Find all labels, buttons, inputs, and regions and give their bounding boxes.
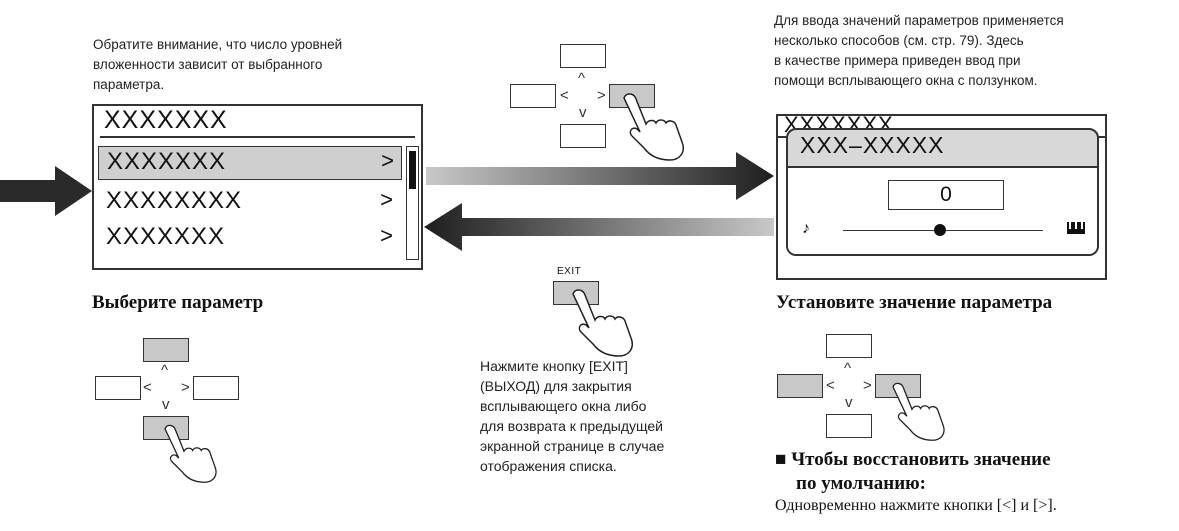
reset-section: ■ Чтобы восстановить значение по умолчан… — [775, 448, 1175, 515]
cursor-keypad-right: ^ < > v — [777, 334, 977, 444]
exit-note: Нажмите кнопку [EXIT] (ВЫХОД) для закрыт… — [480, 358, 665, 474]
reset-title-line1: Чтобы восстановить значение — [791, 449, 1051, 470]
piano-keys-icon — [1067, 222, 1085, 234]
list-screen: XXXXXXX XXXXXXX > XXXXXXXX > XXXXXXX > — [92, 104, 423, 270]
up-key[interactable] — [560, 44, 606, 68]
scrollbar-thumb[interactable] — [409, 151, 416, 189]
list-row[interactable]: XXXXXXXX > — [98, 186, 400, 218]
chevron-right-icon: > — [380, 223, 394, 248]
caret-up-icon: ^ — [578, 70, 586, 87]
pressing-hand-icon — [164, 424, 217, 483]
caret-up-icon: ^ — [161, 362, 169, 379]
exit-key-group: EXIT — [553, 266, 653, 366]
eighth-note-icon: ♪ — [802, 220, 810, 237]
scrollbar[interactable] — [406, 146, 419, 260]
up-key[interactable] — [143, 338, 189, 362]
caret-right-icon: > — [181, 379, 190, 396]
slider-knob[interactable] — [934, 224, 946, 236]
popup-body: 0 ♪ — [788, 166, 1097, 254]
caret-up-icon: ^ — [844, 360, 852, 377]
list-screen-title-rule — [100, 136, 415, 138]
chevron-right-icon: > — [380, 187, 394, 212]
right-key[interactable] — [193, 376, 239, 400]
down-key[interactable] — [560, 124, 606, 148]
value-display: 0 — [888, 180, 1004, 210]
entry-arrow — [0, 166, 92, 216]
list-screen-title: XXXXXXX — [104, 106, 228, 134]
left-key[interactable] — [777, 374, 823, 398]
down-key[interactable] — [826, 414, 872, 438]
pressing-hand-icon — [572, 289, 633, 357]
caret-right-icon: > — [863, 377, 872, 394]
caret-down-icon: v — [162, 396, 170, 413]
cursor-keypad-left: ^ < > v — [95, 338, 295, 488]
caret-left-icon: < — [826, 377, 835, 394]
popup-window: XXX–XXXXX 0 ♪ — [786, 128, 1099, 256]
reset-title: ■ Чтобы восстановить значение — [775, 448, 1175, 472]
left-key[interactable] — [95, 376, 141, 400]
left-key[interactable] — [510, 84, 556, 108]
square-bullet-icon: ■ — [775, 449, 787, 470]
caret-left-icon: < — [560, 87, 569, 104]
pressing-hand-icon — [892, 382, 945, 441]
reset-instruction: Одновременно нажмите кнопки [<] и [>]. — [775, 497, 1057, 514]
pressing-hand-icon — [623, 93, 684, 161]
set-value-heading: Установите значение параметра — [776, 292, 1053, 313]
caret-down-icon: v — [579, 104, 587, 121]
reset-title-line2: по умолчанию: — [796, 473, 927, 494]
caret-down-icon: v — [845, 394, 853, 411]
forward-arrow — [426, 152, 774, 200]
input-methods-note: Для ввода значений параметров применяетс… — [774, 13, 1064, 88]
nesting-note: Обратите внимание, что число уровней вло… — [93, 37, 343, 92]
back-arrow — [424, 203, 774, 251]
cursor-keypad-top: ^ < > v — [510, 44, 710, 161]
exit-key-label: EXIT — [557, 266, 582, 277]
caret-left-icon: < — [143, 379, 152, 396]
popup-screen: XXXXXXX XXX–XXXXX 0 ♪ — [776, 112, 1107, 280]
list-row[interactable]: XXXXXXX > — [98, 222, 400, 254]
up-key[interactable] — [826, 334, 872, 358]
caret-right-icon: > — [597, 87, 606, 104]
list-row-label: XXXXXXXX — [106, 187, 243, 214]
list-row-label: XXXXXXX — [107, 148, 227, 175]
list-row-label: XXXXXXX — [106, 223, 226, 250]
chevron-right-icon: > — [381, 148, 395, 173]
list-row[interactable]: XXXXXXX > — [98, 146, 402, 180]
select-parameter-heading: Выберите параметр — [92, 292, 264, 313]
popup-title: XXX–XXXXX — [800, 132, 945, 158]
